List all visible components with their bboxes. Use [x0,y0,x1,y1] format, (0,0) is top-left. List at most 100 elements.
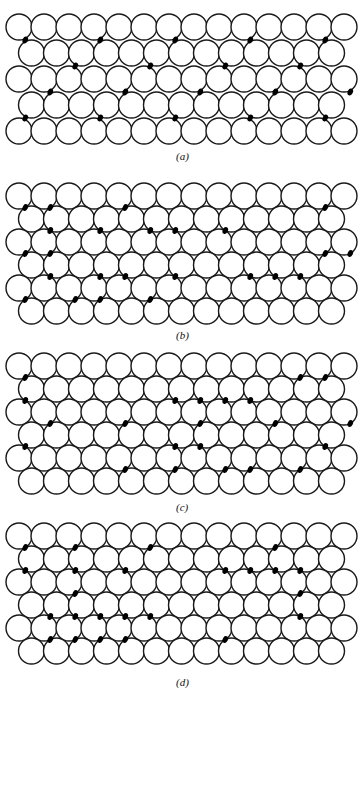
atom-circle [219,92,245,118]
atom-circle [169,592,195,618]
atom-circle [169,376,195,402]
atom-circle [156,399,182,425]
interstitial-dot [71,612,79,621]
atom-circle [56,229,82,255]
atom-circle [119,40,145,66]
atom-circle [131,445,157,471]
atom-circle [106,118,132,144]
atom-circle [231,229,257,255]
atom-circle [94,422,120,448]
atom-circle [144,376,170,402]
interstitial-dot [171,272,179,281]
atom-circle [106,399,132,425]
atom-circle [169,298,195,324]
atom-circle [256,229,282,255]
atom-circle [294,422,320,448]
atom-circle [194,592,220,618]
atom-circle [6,183,32,209]
interstitial-dot [46,612,54,621]
atom-circle [131,275,157,301]
atom-circle [244,468,270,494]
atom-circle [244,298,270,324]
atom-circle [156,445,182,471]
atom-circle [31,615,57,641]
atom-circle [81,183,107,209]
atom-circle [281,569,307,595]
atom-circle [194,298,220,324]
interstitial-dot [121,419,129,428]
interstitial-dot [246,114,254,123]
atom-circle [244,40,270,66]
interstitial-dot [321,373,329,382]
interstitial-dot [71,635,79,644]
atom-circle [31,275,57,301]
atom-circle [131,183,157,209]
atom-circle [106,569,132,595]
atom-circle [244,592,270,618]
interstitial-dot [21,295,29,304]
atom-circle [69,298,95,324]
atom-circle [181,66,207,92]
atom-circle [194,468,220,494]
atom-circle [81,399,107,425]
interstitial-dot [246,396,254,405]
atom-circle [81,118,107,144]
atom-circle [244,376,270,402]
atom-circle [219,40,245,66]
atom-circle [269,468,295,494]
interstitial-dot [296,62,304,71]
interstitial-dot [96,295,104,304]
interstitial-dot [321,203,329,212]
atom-circle [94,376,120,402]
interstitial-dot [121,88,129,97]
atom-circle [269,92,295,118]
atom-circle [156,569,182,595]
atom-circle [169,422,195,448]
atom-circle [306,183,332,209]
atom-circle [119,298,145,324]
interstitial-dot [96,272,104,281]
interstitial-dot [121,566,129,575]
interstitial-dot [296,465,304,474]
atom-circle [31,523,57,549]
atom-circle [131,14,157,40]
atom-circle [156,523,182,549]
interstitial-dot [96,612,104,621]
atom-circle [31,118,57,144]
atom-circle [119,206,145,232]
atom-circle [206,523,232,549]
atom-circle [156,229,182,255]
interstitial-dot [121,465,129,474]
atom-circle [69,92,95,118]
atom-circle [19,638,45,664]
interstitial-dot [171,114,179,123]
interstitial-dot [46,203,54,212]
atom-circle [156,353,182,379]
interstitial-dot [146,295,154,304]
atom-circle [81,66,107,92]
interstitial-dot [21,373,29,382]
atom-circle [206,229,232,255]
atom-circle [294,40,320,66]
atom-circle [181,399,207,425]
atom-circle [306,353,332,379]
atom-circle [206,14,232,40]
interstitial-dot [71,589,79,598]
atom-circle [281,183,307,209]
atom-circle [256,523,282,549]
atom-circle [44,468,70,494]
atom-circle [131,118,157,144]
atom-circle [56,118,82,144]
atom-circle [269,638,295,664]
atom-circle [231,14,257,40]
atom-circle [119,638,145,664]
atom-circle [156,183,182,209]
atom-circle [181,118,207,144]
atom-circle [281,275,307,301]
atom-circle [331,445,357,471]
interstitial-dot [196,396,204,405]
atom-circle [119,376,145,402]
interstitial-dot [146,62,154,71]
atom-circle [194,92,220,118]
interstitial-dot [46,249,54,258]
